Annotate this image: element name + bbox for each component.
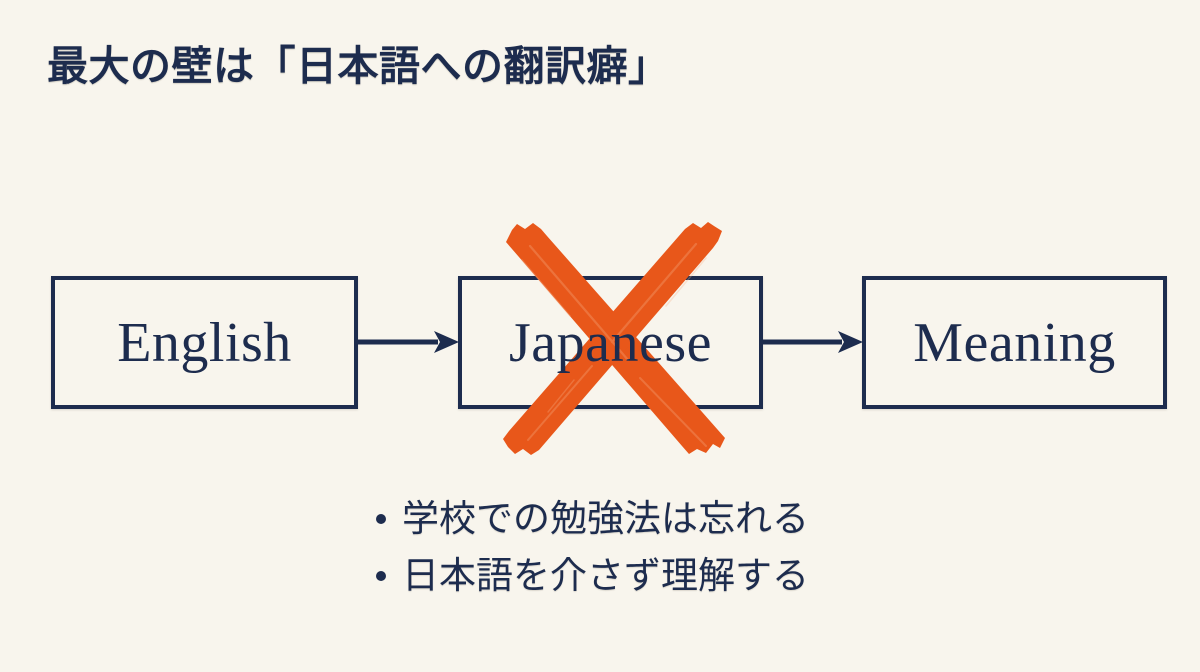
- list-item: 日本語を介さず理解する: [376, 547, 809, 604]
- bullet-dot-icon: [376, 513, 386, 524]
- list-item-label: 日本語を介さず理解する: [402, 554, 809, 597]
- arrow-right-icon-japanese-to-meaning: [763, 329, 863, 355]
- diagram-node-meaning[interactable]: Meaning: [862, 276, 1167, 409]
- diagram-node-english-label: English: [117, 311, 292, 374]
- cross-out-x-icon: [500, 220, 726, 456]
- diagram-node-meaning-label: Meaning: [913, 311, 1116, 374]
- bullet-dot-icon: [376, 570, 386, 581]
- arrow-right-icon-english-to-japanese: [358, 329, 459, 355]
- diagram-node-japanese[interactable]: Japanese: [458, 276, 763, 409]
- list-item: 学校での勉強法は忘れる: [376, 490, 809, 547]
- page-title: 最大の壁は「日本語への翻訳癖」: [47, 42, 670, 90]
- bullet-list: 学校での勉強法は忘れる 日本語を介さず理解する: [376, 490, 809, 604]
- diagram-node-english[interactable]: English: [51, 276, 358, 409]
- diagram-node-japanese-label: Japanese: [508, 311, 712, 374]
- list-item-label: 学校での勉強法は忘れる: [402, 497, 809, 540]
